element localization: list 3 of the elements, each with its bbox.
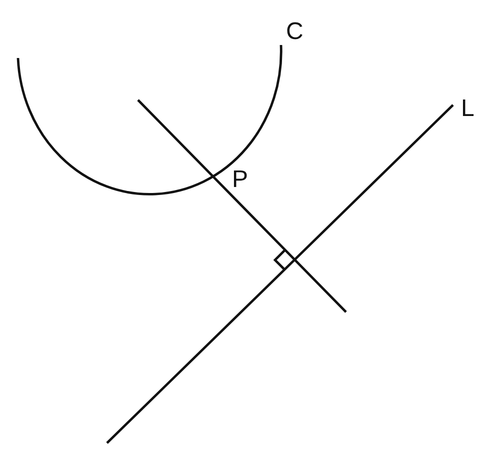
point-label: P: [232, 168, 248, 192]
point-label: C: [286, 20, 304, 44]
point-label: L: [461, 97, 474, 121]
